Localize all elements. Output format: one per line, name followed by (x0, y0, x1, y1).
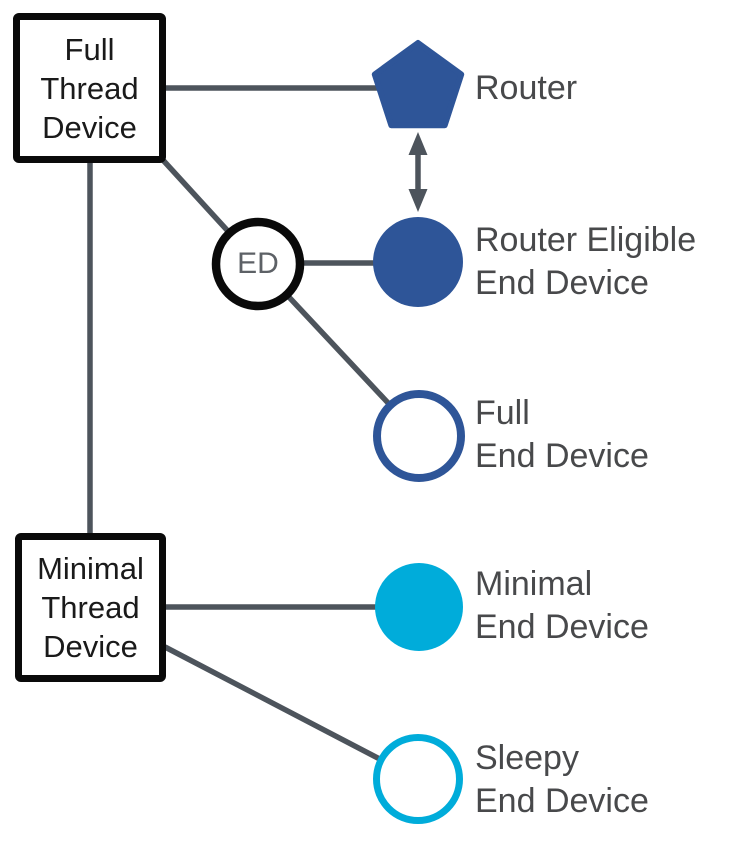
router-eligible-end-device-label: Router Eligible End Device (475, 221, 697, 302)
minimal-end-device-circle-icon (375, 563, 463, 651)
sleepy-end-device-circle-icon (373, 734, 463, 824)
full-thread-device-label-line1: Full (64, 31, 115, 67)
full-thread-device-box: Full Thread Device (13, 13, 166, 163)
full-thread-device-label-line3: Device (42, 109, 137, 145)
router-pentagon-icon (371, 40, 465, 129)
double-arrow-icon (408, 132, 428, 212)
minimal-thread-device-box: Minimal Thread Device (15, 533, 166, 682)
ed-node-label: ED (237, 247, 279, 280)
minimal-thread-device-label-line1: Minimal (37, 551, 144, 586)
minimal-thread-device-label-line3: Device (43, 629, 138, 664)
router-eligible-end-device-circle-icon (373, 217, 463, 307)
full-end-device-circle-icon (373, 390, 465, 482)
edge-mtd-to-sed (163, 644, 420, 782)
full-thread-device-label-line2: Thread (40, 70, 139, 106)
router-label: Router (475, 69, 578, 107)
sleepy-end-device-label: Sleepy End Device (475, 739, 649, 820)
minimal-thread-device-label-line2: Thread (41, 590, 140, 625)
minimal-end-device-label: Minimal End Device (475, 565, 649, 646)
ed-circle-icon (211, 217, 305, 311)
full-end-device-label: Full End Device (475, 394, 649, 475)
